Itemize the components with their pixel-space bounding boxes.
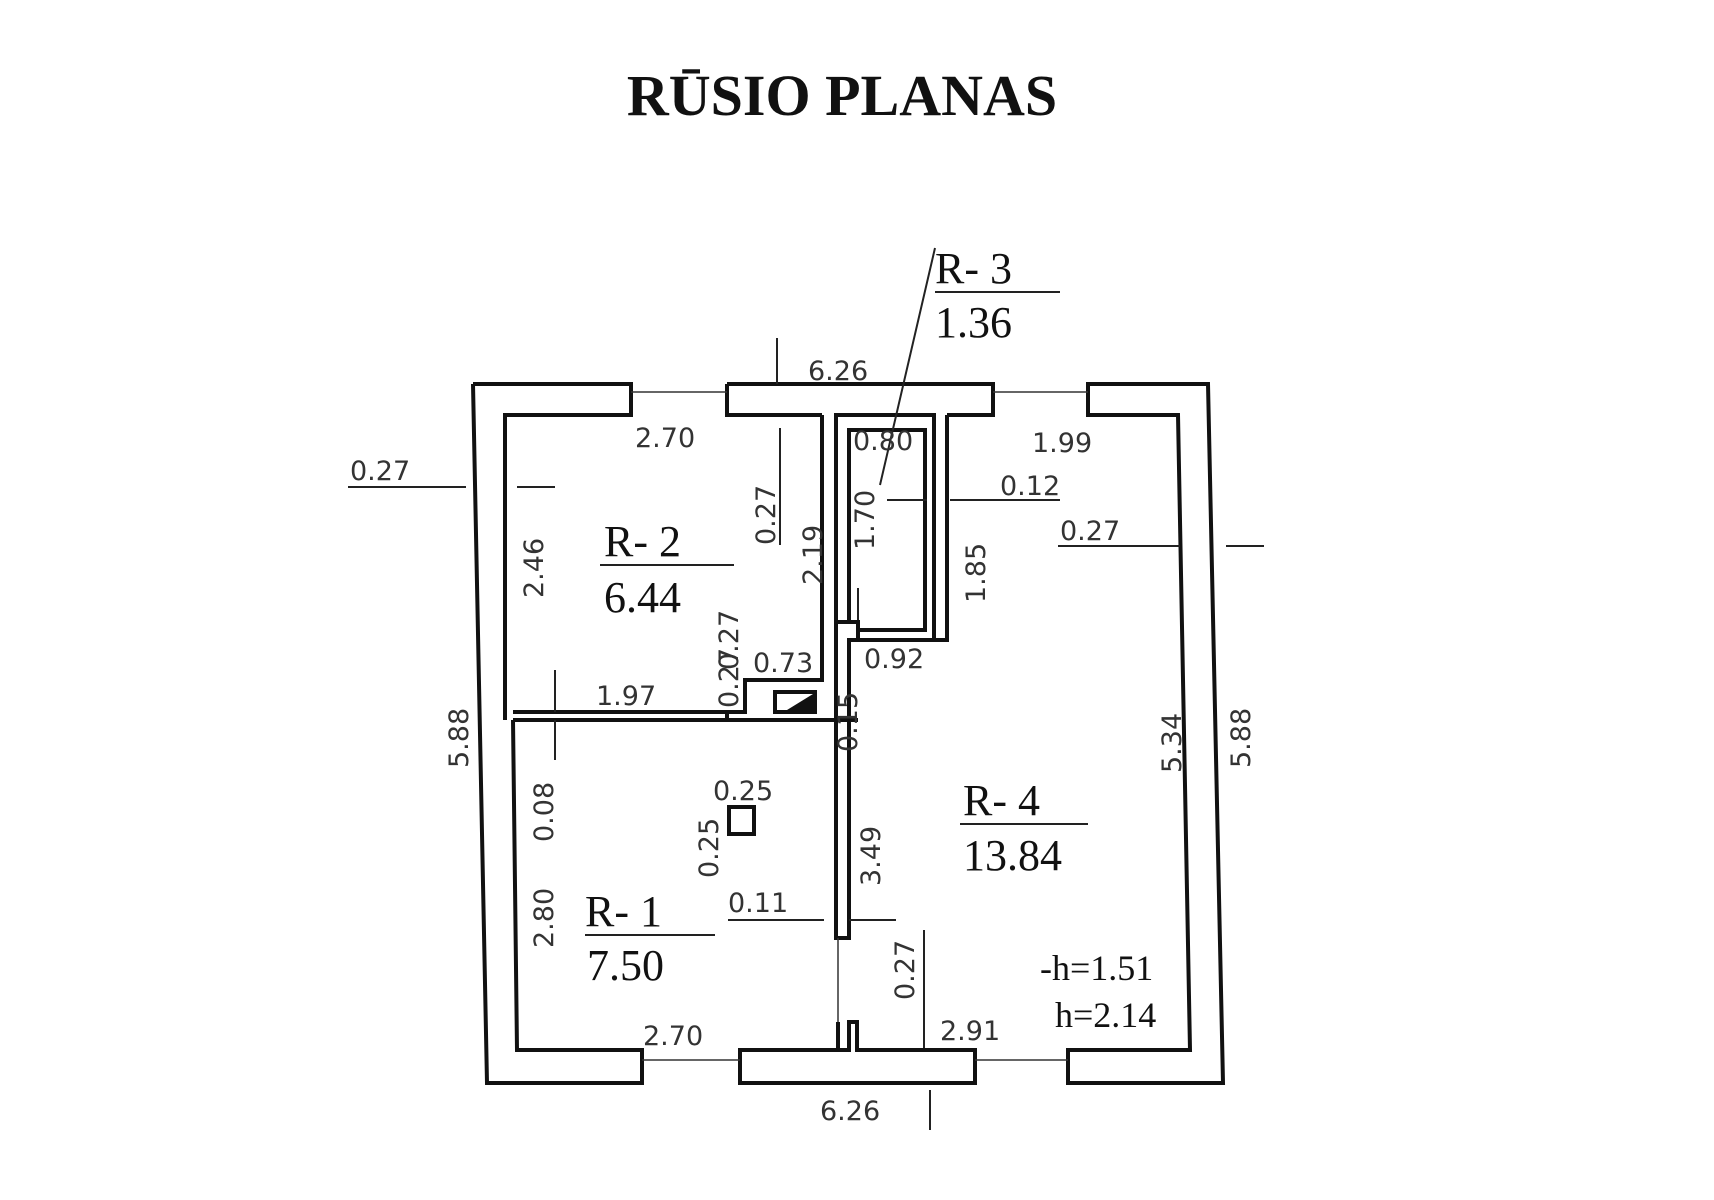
dim-chimney-gap: 0.15 (833, 692, 864, 752)
r3-walls (834, 413, 949, 642)
chimney-hatch (787, 694, 813, 710)
outer-wall-top-middle-inner (725, 384, 822, 417)
dim-chimney-width: 0.73 (753, 648, 813, 679)
dim-r1-width: 2.70 (643, 1021, 703, 1052)
r3-name: R- 3 (935, 244, 1012, 293)
dim-r3-wall: 0.12 (1000, 471, 1060, 502)
column (727, 805, 756, 836)
height-low: -h=1.51 (1040, 948, 1153, 988)
dim-top-total: 6.26 (808, 356, 868, 387)
dim-arrows (348, 247, 1264, 1130)
dim-r4-width-top: 1.99 (1032, 428, 1092, 459)
dim-r4-lower-height: 3.49 (856, 826, 887, 886)
r1-name: R- 1 (585, 887, 662, 936)
r2-name: R- 2 (604, 517, 681, 566)
outer-wall-top-middle (727, 382, 995, 417)
r4-area: 13.84 (963, 831, 1062, 880)
dim-r2-inner-height: 2.19 (798, 525, 829, 585)
dim-column-height: 0.25 (694, 818, 725, 878)
r1-lower-right-wall (836, 1022, 851, 1050)
dim-chimney-wall-2: 0.27 (714, 648, 745, 708)
plan-title: RŪSIO PLANAS (627, 63, 1057, 128)
outer-wall-top-right (1066, 382, 1226, 1085)
dim-outer-wall-left: 0.27 (350, 456, 410, 487)
dim-outer-wall-right: 0.27 (1060, 516, 1120, 547)
outer-wall-top-left (473, 382, 633, 720)
dim-r3-height: 1.70 (850, 490, 881, 550)
dim-r4-height: 5.34 (1157, 713, 1188, 773)
r4-name: R- 4 (963, 776, 1040, 825)
dim-chimney-wall: 0.27 (714, 610, 745, 670)
r3-area: 1.36 (935, 298, 1012, 347)
dim-r4-height-upper: 1.85 (961, 543, 992, 603)
chimney (773, 690, 817, 714)
dim-corridor-width: 0.92 (864, 644, 924, 675)
dim-bottom-total: 6.26 (820, 1096, 880, 1127)
r1-right-wall (834, 620, 860, 940)
dim-r2-width: 2.70 (635, 423, 695, 454)
r1-r2-divider (513, 710, 727, 722)
dim-r2-height: 2.46 (519, 538, 550, 598)
dim-r1-height: 2.80 (529, 888, 560, 948)
dim-r1-partition-wall: 0.11 (728, 888, 788, 919)
dim-r2-bottom-width: 1.97 (596, 681, 656, 712)
outer-wall-bottom-middle (738, 1020, 977, 1085)
dim-r3-width: 0.80 (853, 426, 913, 457)
r1-area: 7.50 (587, 941, 664, 990)
r3-inner-wall (847, 428, 927, 632)
height-high: h=2.14 (1055, 995, 1156, 1035)
dim-bottom-wall: 0.27 (890, 940, 921, 1000)
outer-wall-left (471, 383, 644, 1085)
dim-right-total: 5.88 (1226, 708, 1257, 768)
dim-r1-partition: 0.08 (529, 782, 560, 842)
dim-r4-bottom-width: 2.91 (940, 1016, 1000, 1047)
r2-area: 6.44 (604, 573, 681, 622)
dim-r2-top-wall: 0.27 (751, 485, 782, 545)
dim-left-total: 5.88 (444, 708, 475, 768)
dim-column-width: 0.25 (713, 776, 773, 807)
